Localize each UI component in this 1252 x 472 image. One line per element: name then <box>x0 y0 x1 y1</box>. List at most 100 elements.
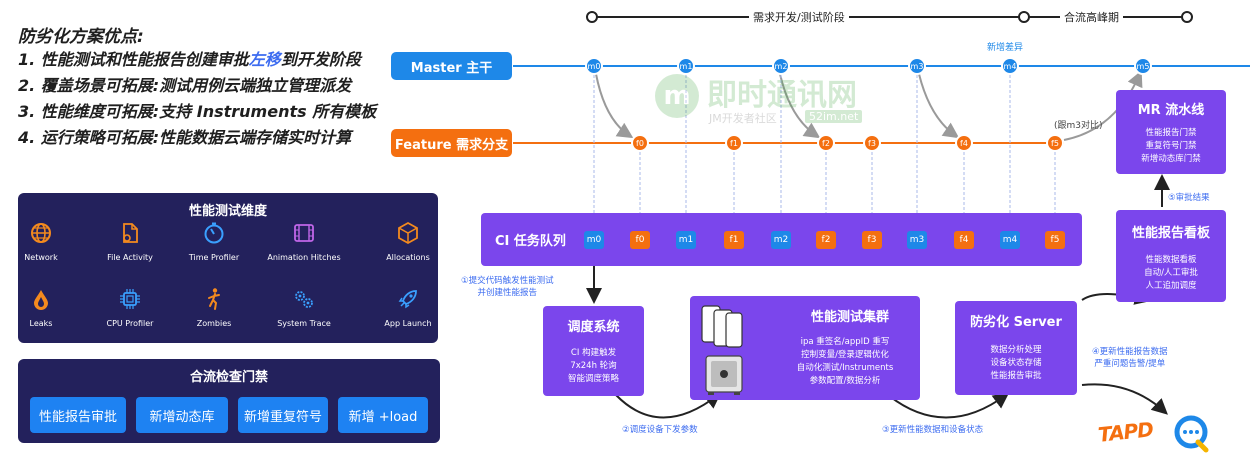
pipeline-desc-line: 重复符号门禁 <box>1145 141 1197 151</box>
dimension-time-profiler: Time Profiler <box>169 221 259 262</box>
watermark-title: 即时通讯网 <box>707 78 857 113</box>
queue-item-f2[interactable]: f2 <box>816 231 836 249</box>
feature-node-f1[interactable]: f1 <box>725 134 743 152</box>
feature-node-f2[interactable]: f2 <box>817 134 835 152</box>
ci-queue-title: CI 任务队列 <box>495 234 566 249</box>
cluster-desc-line: ipa 重签名/appID 重写 <box>800 337 890 347</box>
dimensions-panel: 性能测试维度 Network File Activity Time Profil… <box>18 193 438 343</box>
watermark: m 即时通讯网 JM开发者社区 52im.net <box>655 70 905 134</box>
gate-new-load[interactable]: 新增 +load <box>338 397 428 433</box>
queue-item-m3[interactable]: m3 <box>907 231 927 249</box>
dashboard-desc-line: 性能数据看板 <box>1145 255 1197 265</box>
scheduler-desc-line: 7x24h 轮询 <box>570 361 617 371</box>
pipeline-desc-line: 新增动态库门禁 <box>1141 154 1201 164</box>
dimension-system-trace: System Trace <box>259 287 349 328</box>
gears-icon <box>295 291 313 308</box>
master-node-m5[interactable]: m5 <box>1134 57 1152 75</box>
feature-lane-label: Feature 需求分支 <box>391 129 512 157</box>
gate-new-dylib[interactable]: 新增动态库 <box>136 397 228 433</box>
cluster-desc-line: 参数配置/数据分析 <box>809 376 881 386</box>
queue-item-f4[interactable]: f4 <box>954 231 974 249</box>
drop-icon <box>34 290 48 310</box>
cube-icon <box>398 221 418 245</box>
phase-dev-test: 需求开发/测试阶段 <box>749 9 849 25</box>
queue-item-m1[interactable]: m1 <box>676 231 696 249</box>
feature-node-f3[interactable]: f3 <box>863 134 881 152</box>
dashboard-title: 性能报告看板 <box>1131 226 1210 241</box>
step-1-note: ①提交代码触发性能测试 并创建性能报告 <box>461 276 554 298</box>
phone-icon <box>701 305 743 348</box>
scheduler-title: 调度系统 <box>567 320 620 335</box>
queue-item-f1[interactable]: f1 <box>724 231 744 249</box>
queue-item-m2[interactable]: m2 <box>771 231 791 249</box>
walker-icon <box>208 288 220 310</box>
mr-pipeline-box: MR 流水线 性能报告门禁 重复符号门禁 新增动态库门禁 <box>1116 90 1226 174</box>
queue-item-m0[interactable]: m0 <box>584 231 604 249</box>
queue-item-f5[interactable]: f5 <box>1045 231 1065 249</box>
globe-icon <box>31 223 51 243</box>
master-node-m4[interactable]: m4 <box>1001 57 1019 75</box>
server-title: 防劣化 Server <box>970 315 1062 330</box>
watermark-logo: m <box>655 74 699 118</box>
gate-duplicate-symbol[interactable]: 新增重复符号 <box>238 397 328 433</box>
advantage-item-1: 1. 性能测试和性能报告创建审批左移到开发阶段 <box>18 50 361 69</box>
advantage-item-2: 2. 覆盖场景可拓展:测试用例云端独立管理派发 <box>18 76 352 95</box>
scheduler-desc-line: CI 构建触发 <box>570 348 617 358</box>
master-node-m3[interactable]: m3 <box>908 57 926 75</box>
server-desc-line: 设备状态存储 <box>990 358 1042 368</box>
dimension-network: Network <box>0 221 86 262</box>
phase-merge-peak: 合流高峰期 <box>1060 9 1123 25</box>
watermark-sub: JM开发者社区 <box>709 112 777 125</box>
diff-note: 新增差异 <box>987 43 1024 53</box>
server-desc-line: 性能报告审批 <box>990 371 1042 381</box>
server-desc-line: 数据分析处理 <box>990 345 1042 355</box>
master-node-m1[interactable]: m1 <box>677 57 695 75</box>
dimension-leaks: Leaks <box>0 287 86 328</box>
advantage-item-3: 3. 性能维度可拓展:支持 Instruments 所有模板 <box>18 102 377 121</box>
timer-icon <box>204 222 224 244</box>
highlight-shift-left: 左移 <box>248 50 281 69</box>
scheduler-desc-line: 智能调度策略 <box>567 374 619 384</box>
compare-note: (跟m3对比) <box>1054 121 1103 131</box>
pipeline-desc-line: 性能报告门禁 <box>1145 128 1197 138</box>
advantage-item-4: 4. 运行策略可拓展:性能数据云端存储实时计算 <box>18 128 352 147</box>
watermark-url: 52im.net <box>805 110 863 123</box>
step-2-note: ②调度设备下发参数 <box>622 425 698 435</box>
gate-report-approval[interactable]: 性能报告审批 <box>30 397 126 433</box>
feature-node-f4[interactable]: f4 <box>955 134 973 152</box>
step-5-note: ⑤审批结果 <box>1168 193 1210 203</box>
chip-icon <box>120 289 140 309</box>
dashboard-desc-line: 自动/人工审批 <box>1144 268 1198 278</box>
queue-item-m4[interactable]: m4 <box>1000 231 1020 249</box>
chat-bubble-logo-icon <box>1174 415 1209 453</box>
dimension-file-activity: File Activity <box>85 221 175 262</box>
film-icon <box>294 224 314 242</box>
mac-pro-icon <box>705 355 743 395</box>
server-box: 防劣化 Server 数据分析处理 设备状态存储 性能报告审批 <box>955 301 1077 395</box>
dimensions-title: 性能测试维度 <box>188 204 267 219</box>
gates-title: 合流检查门禁 <box>189 370 268 385</box>
dashboard-box: 性能报告看板 性能数据看板 自动/人工审批 人工追加调度 <box>1116 210 1226 302</box>
test-cluster-title: 性能测试集群 <box>810 310 889 325</box>
dashboard-desc-line: 人工追加调度 <box>1145 281 1197 291</box>
feature-node-f0[interactable]: f0 <box>631 134 649 152</box>
dimension-cpu-profiler: CPU Profiler <box>85 287 175 328</box>
master-lane-label: Master 主干 <box>391 52 512 80</box>
cluster-desc-line: 自动化测试/Instruments <box>796 363 894 373</box>
queue-item-f3[interactable]: f3 <box>862 231 882 249</box>
dimension-zombies: Zombies <box>169 287 259 328</box>
feature-node-f5[interactable]: f5 <box>1046 134 1064 152</box>
test-cluster-box: 性能测试集群 ipa 重签名/appID 重写 控制变量/登录逻辑优化 自动化测… <box>690 296 920 400</box>
scheduler-box: 调度系统 CI 构建触发 7x24h 轮询 智能调度策略 <box>543 306 644 396</box>
master-node-m0[interactable]: m0 <box>585 57 603 75</box>
file-gear-icon <box>123 223 138 243</box>
step-3-note: ③更新性能数据和设备状态 <box>882 425 984 435</box>
dimension-animation-hitches: Animation Hitches <box>259 221 349 262</box>
dimension-app-launch: App Launch <box>363 287 453 328</box>
rocket-icon <box>398 290 417 309</box>
dimension-allocations: Allocations <box>363 221 453 262</box>
master-node-m2[interactable]: m2 <box>772 57 790 75</box>
step-4-note: ④更新性能报告数据 严重问题告警/提单 <box>1092 347 1168 369</box>
queue-item-f0[interactable]: f0 <box>630 231 650 249</box>
mr-pipeline-title: MR 流水线 <box>1137 103 1205 118</box>
